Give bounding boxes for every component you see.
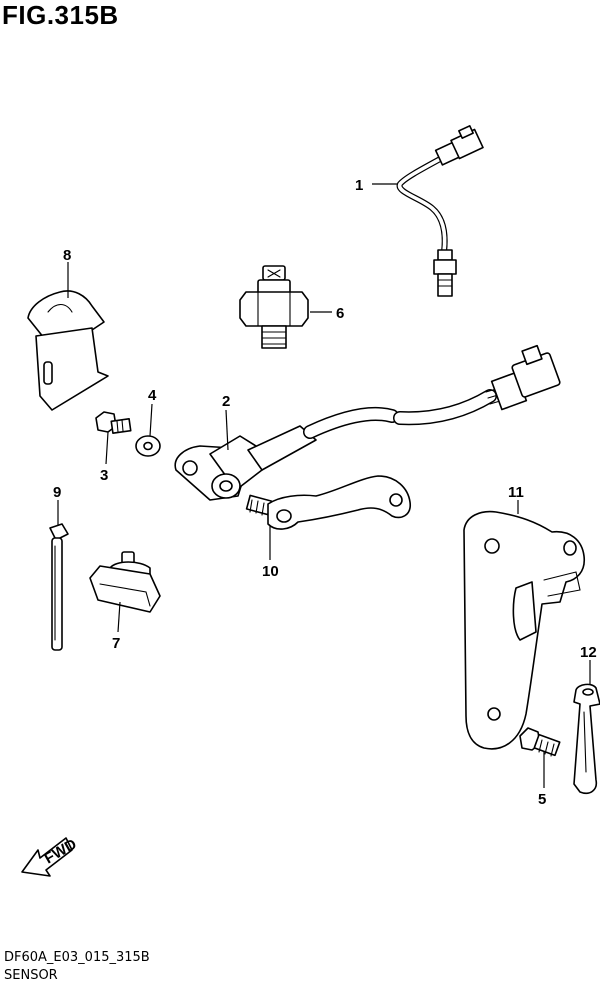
part-7-clip[interactable] (89, 551, 161, 613)
callout-3: 3 (100, 467, 108, 484)
callout-10: 10 (262, 563, 279, 580)
leader-lines (57, 183, 591, 788)
callout-4: 4 (148, 387, 157, 404)
part-6-pressure-switch[interactable] (239, 265, 309, 349)
callout-2: 2 (222, 393, 230, 410)
callout-6: 6 (336, 305, 344, 322)
diagram-code: DF60A_E03_015_315B (4, 950, 150, 965)
figure-title: FIG.315B (2, 0, 119, 30)
callout-12: 12 (580, 644, 597, 661)
diagram-name: SENSOR (4, 968, 58, 983)
callout-labels: 1 2 3 4 5 6 7 8 9 10 11 12 (53, 177, 597, 808)
callout-7: 7 (112, 635, 120, 652)
callout-8: 8 (63, 247, 71, 264)
part-2-crank-sensor[interactable] (174, 344, 561, 501)
callout-5: 5 (538, 791, 546, 808)
part-5-bolt[interactable] (519, 727, 561, 757)
fwd-arrow: FWD (21, 836, 80, 877)
part-1-sensor-wire[interactable] (396, 125, 484, 297)
callout-11: 11 (508, 484, 524, 501)
part-10-sensor-arm[interactable] (245, 475, 411, 530)
callout-1: 1 (355, 177, 363, 194)
part-3-bolt[interactable] (95, 411, 132, 434)
callout-9: 9 (53, 484, 61, 501)
part-9-cable-tie[interactable] (49, 523, 69, 651)
fwd-label: FWD (42, 836, 80, 868)
part-12-strap[interactable] (573, 683, 600, 795)
part-4-washer[interactable] (135, 435, 161, 457)
part-8-bracket[interactable] (27, 290, 109, 411)
part-11-bracket-plate[interactable] (463, 510, 586, 750)
